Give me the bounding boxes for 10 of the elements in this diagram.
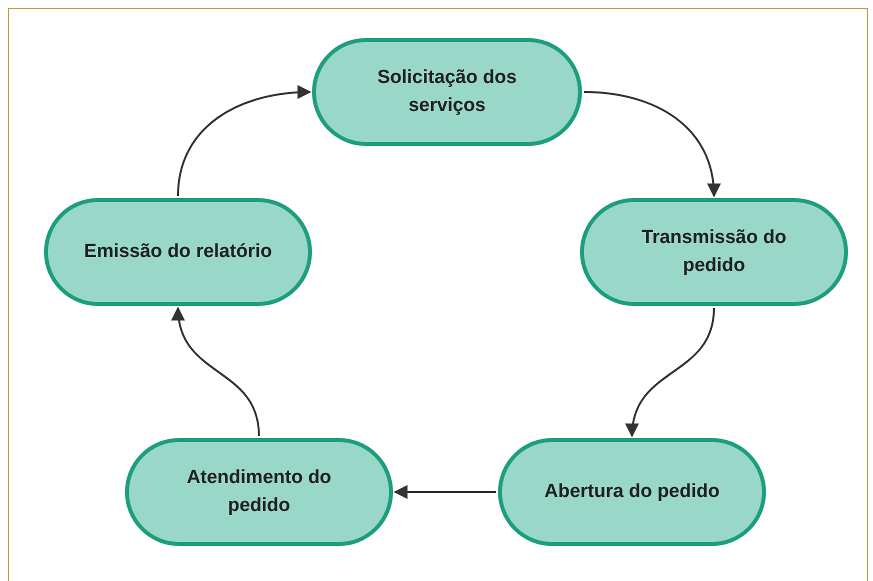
arrow [177,86,312,196]
step-label: Transmissão do pedido [640,226,788,278]
step-label: Abertura do pedido [544,480,720,504]
arrow [626,308,715,438]
step-label: Emissão do relatório [84,240,272,264]
arrow [584,91,720,198]
step-label: Atendimento do pedido [186,466,332,518]
arrow [394,485,496,499]
step-label: Solicitação dos serviços [376,66,518,118]
arrow [172,306,260,436]
